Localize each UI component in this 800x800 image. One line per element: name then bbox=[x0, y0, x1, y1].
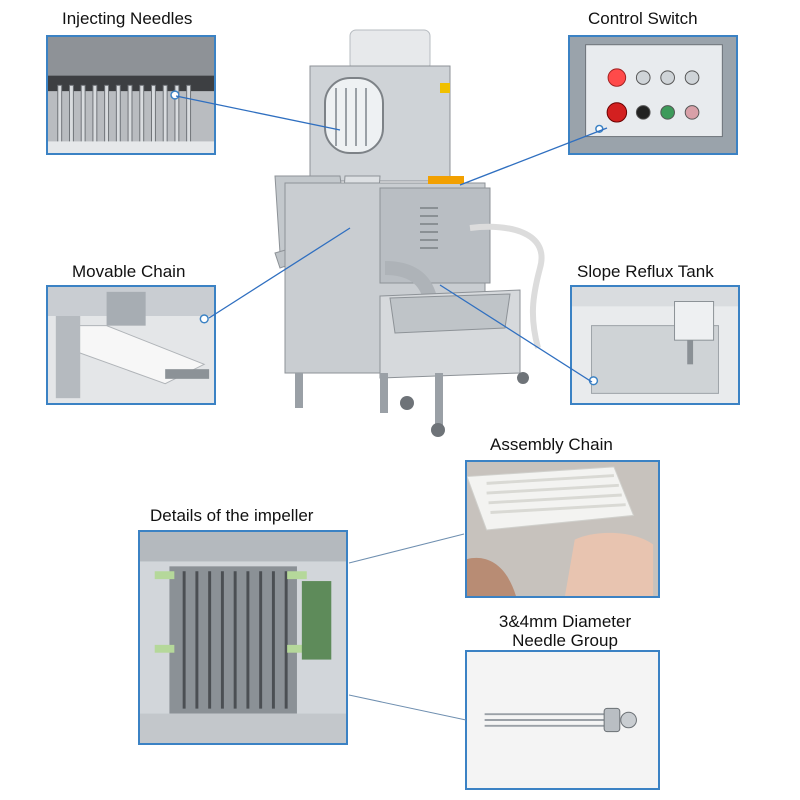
needle-group-photo bbox=[465, 650, 660, 790]
assembly-chain-photo bbox=[465, 460, 660, 598]
label-assembly-chain: Assembly Chain bbox=[490, 435, 613, 454]
control-switch-photo bbox=[568, 35, 738, 155]
injecting-needles-photo bbox=[46, 35, 216, 155]
needle-group-line1: 3&4mm Diameter bbox=[498, 612, 632, 631]
needle-group-line2: Needle Group bbox=[512, 631, 618, 650]
brine-injector-machine bbox=[270, 28, 560, 438]
slope-reflux-tank-photo bbox=[570, 285, 740, 405]
label-slope-reflux-tank: Slope Reflux Tank bbox=[577, 262, 714, 281]
label-impeller-details: Details of the impeller bbox=[150, 506, 314, 525]
label-control-switch: Control Switch bbox=[588, 9, 698, 28]
label-movable-chain: Movable Chain bbox=[72, 262, 186, 281]
label-needle-group: 3&4mm Diameter Needle Group bbox=[470, 612, 660, 650]
label-injecting-needles: Injecting Needles bbox=[62, 9, 193, 28]
movable-chain-photo bbox=[46, 285, 216, 405]
impeller-details-photo bbox=[138, 530, 348, 745]
